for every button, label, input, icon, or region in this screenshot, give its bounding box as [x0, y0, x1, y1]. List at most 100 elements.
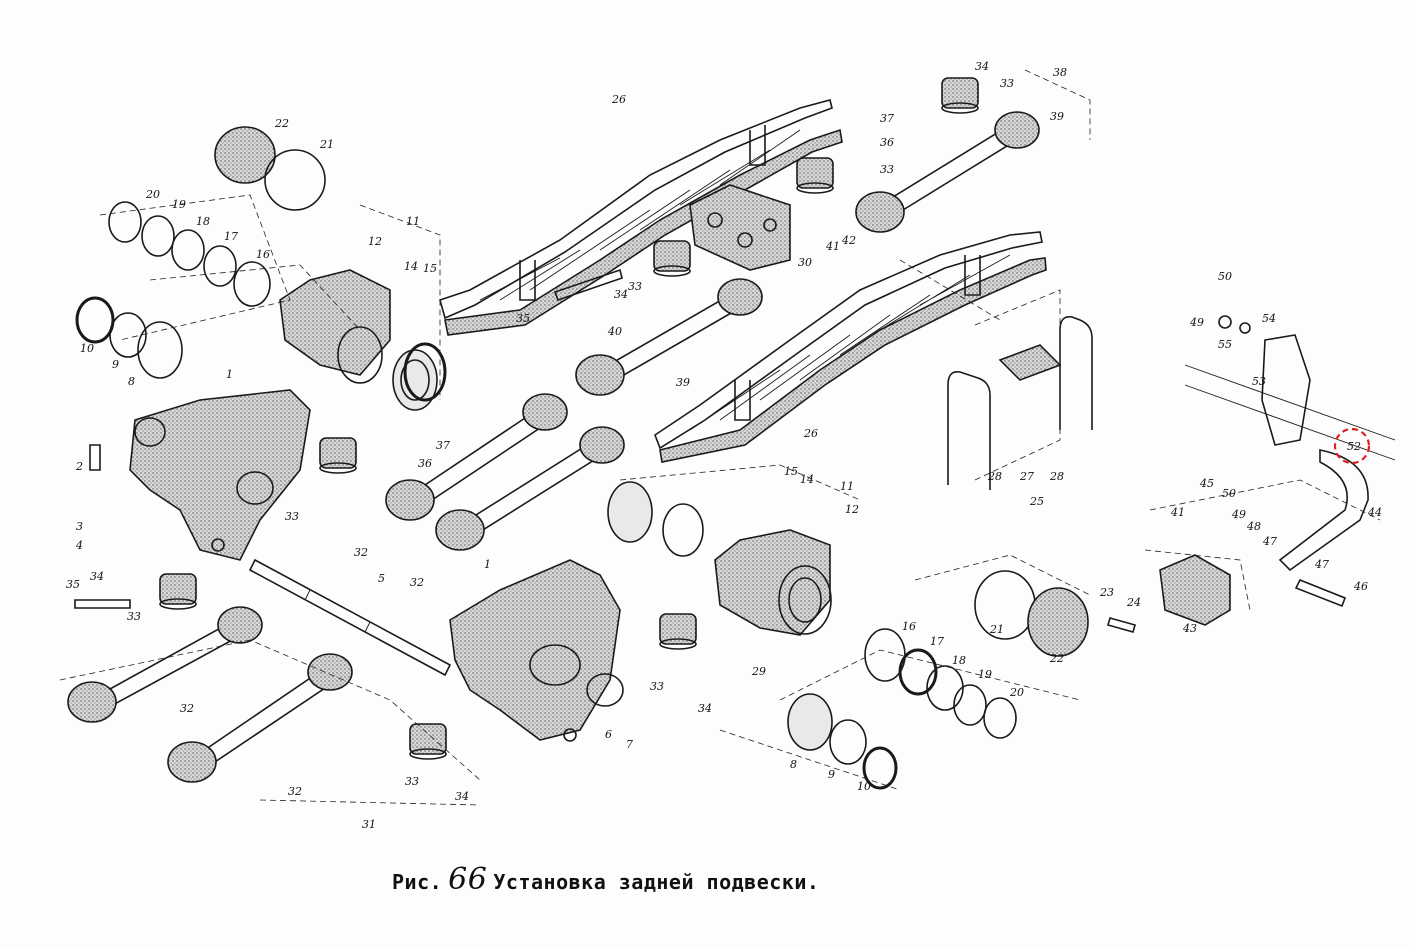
callout-35: 35: [66, 578, 80, 591]
highlight-circle: [1333, 427, 1371, 465]
callout-10: 10: [857, 780, 871, 793]
callout-1: 1: [226, 368, 233, 381]
callout-18: 18: [952, 654, 966, 667]
callout-41: 41: [825, 240, 840, 253]
callout-6: 6: [605, 728, 612, 741]
callout-28: 28: [1049, 470, 1064, 483]
callout-10: 10: [80, 342, 94, 355]
callout-34: 34: [698, 702, 712, 715]
callout-26: 26: [611, 93, 626, 106]
callout-9: 9: [828, 768, 835, 781]
callout-9: 9: [112, 358, 119, 371]
callout-5: 5: [378, 572, 385, 585]
callout-32: 32: [288, 785, 302, 798]
callout-20: 20: [145, 188, 160, 201]
callout-15: 15: [784, 465, 798, 478]
callout-19: 19: [978, 668, 992, 681]
callout-34: 34: [975, 60, 989, 73]
callout-2: 2: [75, 460, 83, 473]
callout-21: 21: [989, 623, 1004, 636]
callout-25: 25: [1029, 495, 1044, 508]
callout-46: 46: [1353, 580, 1368, 593]
callout-32: 32: [354, 546, 368, 559]
callout-48: 48: [1246, 520, 1261, 533]
callout-47: 47: [1262, 535, 1277, 548]
callout-35: 35: [516, 312, 530, 325]
figure-prefix: Рис.: [392, 870, 443, 894]
balancer-bracket-left: [129, 389, 311, 561]
callout-52: 52: [1347, 440, 1361, 453]
callout-39: 39: [1050, 110, 1064, 123]
rings-seals: [75, 201, 1017, 790]
callout-38: 38: [1053, 66, 1067, 79]
callout-34: 34: [455, 790, 469, 803]
callout-12: 12: [368, 235, 382, 248]
stabilizer-assembly: [1159, 315, 1396, 626]
callout-34: 34: [614, 288, 628, 301]
callout-50: 50: [1222, 487, 1236, 500]
callout-8: 8: [790, 758, 797, 771]
spring-bracket: [689, 184, 791, 271]
lower-leaf-spring: [654, 231, 1047, 463]
callout-18: 18: [196, 215, 210, 228]
callout-1: 1: [484, 558, 491, 571]
callout-33: 33: [405, 775, 419, 788]
callout-33: 33: [1000, 77, 1014, 90]
callout-16: 16: [256, 248, 270, 261]
covers-gaskets: [214, 126, 1089, 657]
callout-31: 31: [362, 818, 376, 831]
figure-title: Установка задней подвески.: [493, 870, 820, 894]
upper-leaf-spring: [439, 99, 843, 336]
callout-11: 11: [406, 215, 420, 228]
callout-22: 22: [274, 117, 289, 130]
callout-3: 3: [76, 520, 83, 533]
callout-8: 8: [128, 375, 135, 388]
callout-32: 32: [180, 702, 194, 715]
callout-labels: 22 21 20 19 18 17 16 10 9 8 1 2 3 4 35 3…: [66, 60, 1382, 831]
callout-4: 4: [75, 539, 83, 552]
callout-50: 50: [1218, 270, 1232, 283]
figure-number: 66: [448, 862, 488, 897]
callout-41: 41: [1170, 506, 1185, 519]
callout-17: 17: [224, 230, 238, 243]
callout-39: 39: [676, 376, 690, 389]
callout-43: 43: [1182, 622, 1197, 635]
bolts: [74, 268, 1347, 633]
callout-33: 33: [285, 510, 299, 523]
callout-12: 12: [845, 503, 859, 516]
callout-21: 21: [319, 138, 334, 151]
callout-11: 11: [840, 480, 854, 493]
callout-24: 24: [1126, 596, 1141, 609]
callout-49: 49: [1189, 316, 1204, 329]
callout-42: 42: [841, 234, 856, 247]
callout-20: 20: [1009, 686, 1024, 699]
hub-housing-lower: [714, 529, 832, 636]
u-bolts: [947, 315, 1093, 490]
callout-33: 33: [880, 163, 894, 176]
leader-lines: [59, 69, 1381, 806]
axle-shaft: [248, 558, 452, 677]
callout-7: 7: [626, 738, 633, 751]
callout-33: 33: [127, 610, 141, 623]
callout-33: 33: [628, 280, 642, 293]
callout-15: 15: [423, 262, 437, 275]
callout-53: 53: [1252, 375, 1266, 388]
callout-37: 37: [880, 112, 894, 125]
callout-47: 47: [1314, 558, 1329, 571]
callout-37: 37: [436, 439, 450, 452]
callout-26: 26: [803, 427, 818, 440]
callout-55: 55: [1218, 338, 1232, 351]
callout-44: 44: [1367, 506, 1382, 519]
callout-36: 36: [880, 136, 894, 149]
callout-19: 19: [172, 198, 186, 211]
callout-36: 36: [418, 457, 432, 470]
callout-32: 32: [410, 576, 424, 589]
torque-rods: [67, 111, 1040, 783]
callout-40: 40: [607, 325, 622, 338]
balancer-bracket-right: [449, 559, 624, 742]
callout-29: 29: [751, 665, 766, 678]
callout-14: 14: [800, 473, 814, 486]
